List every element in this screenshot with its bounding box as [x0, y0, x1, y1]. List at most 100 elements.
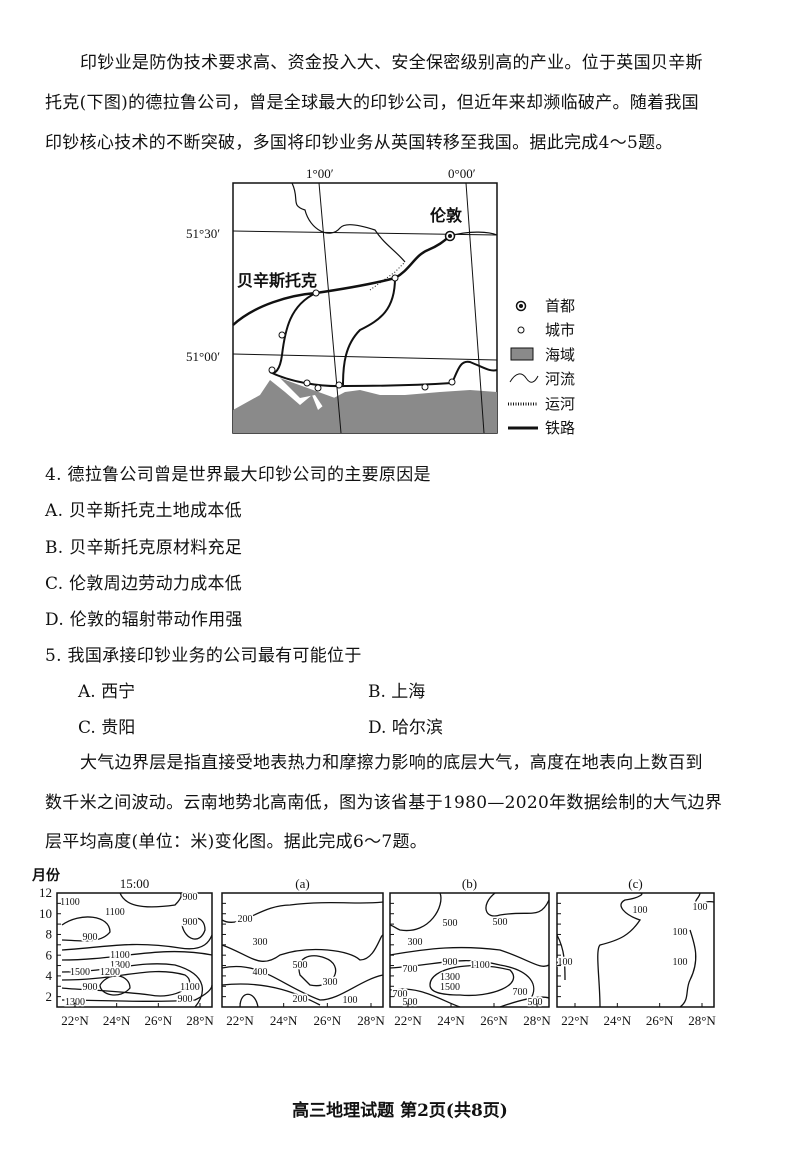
x-tick-label: 24°N: [604, 1013, 632, 1028]
contour-line: [389, 892, 442, 932]
lat-label: 51°30′: [186, 226, 220, 241]
panel-title: (b): [462, 876, 477, 891]
question-stem: 4. 德拉鲁公司曾是世界最大印钞公司的主要原因是: [45, 465, 431, 485]
passage-line: 数千米之间波动。云南地势北高南低，图为该省基于1980—2020年数据绘制的大气…: [45, 793, 723, 813]
basingstoke-map: 1°00′ 0°00′ 51°30′ 51°00′ 伦敦 贝辛斯托克 首都 城市…: [186, 166, 575, 437]
river-icon: [509, 373, 539, 383]
x-tick-label: 22°N: [394, 1013, 422, 1028]
contour-label: 500: [443, 918, 458, 929]
page-footer: 高三地理试题 第2页(共8页): [292, 1101, 508, 1121]
contour-label: 700: [513, 987, 528, 998]
svg-text:运河: 运河: [545, 396, 575, 413]
contour-label: 900: [178, 994, 193, 1005]
contour-label: 500: [403, 997, 418, 1008]
option-c: C. 伦敦周边劳动力成本低: [45, 574, 243, 594]
contour-label: 100: [633, 905, 648, 916]
y-tick-label: 8: [46, 927, 53, 942]
contour-label: 400: [253, 967, 268, 978]
contour-label: 900: [83, 982, 98, 993]
city-markers: [268, 274, 456, 392]
panel-title: 15:00: [120, 876, 150, 891]
chart-panel-frame: [389, 892, 550, 1008]
y-tick-label: 12: [39, 885, 52, 900]
contour-label: 1100: [105, 907, 125, 918]
chart-panel-frame: [56, 892, 213, 1008]
svg-text:海域: 海域: [545, 347, 575, 364]
contour-label: 900: [183, 892, 198, 903]
passage-line: 印钞业是防伪技术要求高、资金投入大、安全保密级别高的产业。位于英国贝辛斯: [80, 53, 703, 73]
contour-label: 1300: [65, 997, 85, 1008]
contour-line: [389, 988, 461, 1008]
y-tick-label: 4: [46, 968, 53, 983]
contour-line: [61, 970, 191, 997]
y-tick-label: 2: [46, 989, 53, 1004]
basingstoke-label: 贝辛斯托克: [237, 271, 317, 290]
lat-label: 51°00′: [186, 349, 220, 364]
contour-label: 100: [693, 902, 708, 913]
city-icon: [517, 326, 525, 334]
y-axis-label: 月份: [31, 867, 61, 884]
lon-label: 1°00′: [306, 166, 334, 181]
contour-label: 500: [528, 997, 543, 1008]
x-tick-label: 22°N: [561, 1013, 589, 1028]
passage-line: 大气边界层是指直接受地表热力和摩擦力影响的底层大气，高度在地表向上数百到: [80, 753, 703, 773]
x-tick-label: 28°N: [357, 1013, 385, 1028]
contour-line: [679, 929, 697, 1008]
option-d: D. 伦敦的辐射带动作用强: [45, 610, 243, 630]
contour-line: [181, 917, 206, 940]
option-a: A. 西宁: [78, 682, 136, 702]
contour-label: 1100: [470, 960, 490, 971]
passage-line: 托克(下图)的德拉鲁公司，曾是全球最大的印钞公司，但近年来却濒临破产。随着我国: [45, 93, 699, 113]
river: [291, 182, 406, 263]
x-tick-label: 26°N: [480, 1013, 508, 1028]
option-b: B. 贝辛斯托克原材料充足: [45, 538, 243, 558]
contour-label: 1100: [110, 950, 130, 961]
passage-line: 层平均高度(单位：米)变化图。据此完成6～7题。: [45, 832, 428, 852]
contour-label: 1300: [110, 960, 130, 971]
option-d: D. 哈尔滨: [368, 718, 443, 738]
x-tick-label: 26°N: [314, 1013, 342, 1028]
contour-line: [119, 892, 182, 908]
contour-label: 1500: [70, 967, 90, 978]
contour-line: [61, 916, 111, 942]
contour-line: [429, 964, 515, 997]
contour-label: 100: [343, 995, 358, 1006]
x-tick-label: 28°N: [523, 1013, 551, 1028]
contour-label: 100: [558, 957, 573, 968]
contour-line: [61, 934, 213, 951]
lon-label: 0°00′: [448, 166, 476, 181]
y-tick-label: 6: [46, 947, 53, 962]
contour-label: 200: [293, 994, 308, 1005]
contour-line: [239, 993, 259, 1008]
contour-line: [556, 934, 566, 981]
contour-line: [99, 975, 131, 996]
contour-label: 1100: [180, 982, 200, 993]
london-label: 伦敦: [430, 206, 463, 225]
contour-label: 200: [238, 914, 253, 925]
x-tick-label: 26°N: [646, 1013, 674, 1028]
map-legend: 首都 城市 海域 河流 运河 铁路: [508, 298, 575, 437]
contour-label: 900: [83, 932, 98, 943]
contour-line: [485, 892, 550, 917]
contour-line: [499, 996, 550, 1008]
contour-line: [221, 983, 321, 1006]
contour-line: [694, 892, 715, 906]
sea-area: [233, 380, 497, 433]
canal: [369, 261, 406, 291]
contour-label: 900: [443, 957, 458, 968]
x-tick-label: 28°N: [688, 1013, 716, 1028]
contour-line: [221, 901, 384, 923]
contour-line: [221, 965, 384, 1001]
option-a: A. 贝辛斯托克土地成本低: [45, 501, 242, 521]
contour-line: [389, 960, 535, 1001]
svg-text:河流: 河流: [545, 371, 575, 388]
contour-label: 300: [408, 937, 423, 948]
passage-line: 印钞核心技术的不断突破，多国将印钞业务从英国转移至我国。据此完成4～5题。: [45, 133, 673, 153]
x-tick-label: 22°N: [226, 1013, 254, 1028]
x-tick-label: 24°N: [270, 1013, 298, 1028]
x-tick-label: 26°N: [145, 1013, 173, 1028]
contour-line: [221, 934, 384, 962]
contour-line: [61, 963, 203, 1008]
contour-label: 1200: [100, 967, 120, 978]
